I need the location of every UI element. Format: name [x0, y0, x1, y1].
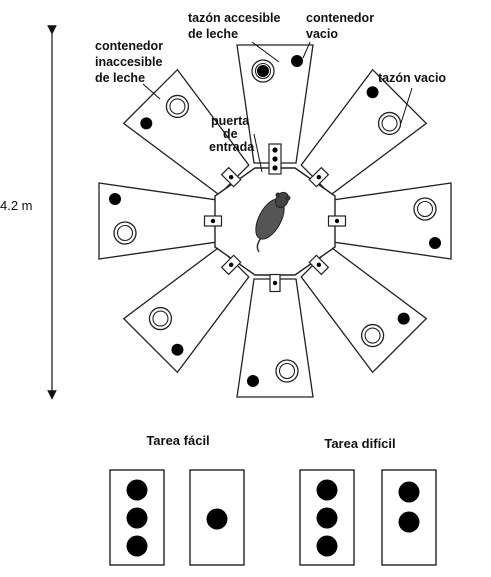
svg-text:entrada: entrada [209, 140, 255, 154]
maze-arm [98, 182, 218, 260]
label-empty-container: contenedor vacio [302, 11, 374, 59]
maze-arm [122, 68, 250, 196]
bowl-inner [152, 310, 169, 327]
task-card [109, 469, 165, 566]
label-empty-bowl: tazón vacio [378, 71, 446, 124]
svg-text:inaccesible: inaccesible [95, 55, 162, 69]
label-inaccessible-container: contenedor inaccesible de leche [95, 39, 163, 100]
bowl-inner [364, 327, 381, 344]
maze-arm [332, 182, 452, 260]
door-marker [268, 143, 282, 175]
bowl-inner [416, 200, 434, 218]
milk-container [291, 55, 303, 67]
task-card [299, 469, 355, 566]
svg-text:tazón vacio: tazón vacio [378, 71, 446, 85]
hard-task-title: Tarea difícil [324, 436, 395, 451]
milk-container [140, 117, 153, 130]
door-marker [203, 215, 223, 227]
milk-container [171, 343, 184, 356]
task-dot [126, 479, 148, 501]
task-cards [109, 469, 437, 566]
bowl-inner [381, 115, 398, 132]
milk-container [247, 375, 259, 387]
accessible-milk-bowl [257, 65, 269, 77]
milk-container [366, 86, 379, 99]
svg-text:contenedor: contenedor [306, 11, 374, 25]
svg-text:puerta: puerta [211, 114, 250, 128]
task-dot [316, 535, 338, 557]
svg-text:contenedor: contenedor [95, 39, 163, 53]
maze-arm [236, 44, 314, 164]
bowl-inner [116, 224, 134, 242]
milk-container [397, 312, 410, 325]
label-entry-door: puerta de entrada [209, 114, 263, 173]
animal-icon [255, 191, 291, 253]
door-marker [308, 166, 330, 188]
task-dot [126, 507, 148, 529]
maze-arm [122, 246, 250, 374]
svg-text:de: de [223, 127, 238, 141]
door-marker [308, 254, 330, 276]
maze-arm [236, 278, 314, 398]
task-dot [398, 511, 420, 533]
door-marker [269, 273, 281, 293]
easy-task-title: Tarea fácil [146, 433, 209, 448]
task-dot [316, 479, 338, 501]
task-dot [316, 507, 338, 529]
entry-doors [203, 143, 347, 293]
svg-text:vacio: vacio [306, 27, 338, 41]
maze-arm [300, 246, 428, 374]
label-accessible-bowl: tazón accesible de leche [188, 11, 280, 63]
scale-label: 4.2 m [0, 198, 33, 213]
door-marker [327, 215, 347, 227]
task-dot [126, 535, 148, 557]
milk-container [429, 237, 441, 249]
milk-container [109, 193, 121, 205]
task-card [189, 469, 245, 566]
svg-text:de leche: de leche [95, 71, 145, 85]
task-dot [398, 481, 420, 503]
svg-text:de leche: de leche [188, 27, 238, 41]
door-marker [220, 166, 242, 188]
task-dot [206, 508, 228, 530]
bowl-inner [278, 362, 296, 380]
task-card [381, 469, 437, 566]
door-marker [220, 254, 242, 276]
maze-arm [300, 68, 428, 196]
svg-text:tazón accesible: tazón accesible [188, 11, 280, 25]
bowl-inner [169, 98, 186, 115]
